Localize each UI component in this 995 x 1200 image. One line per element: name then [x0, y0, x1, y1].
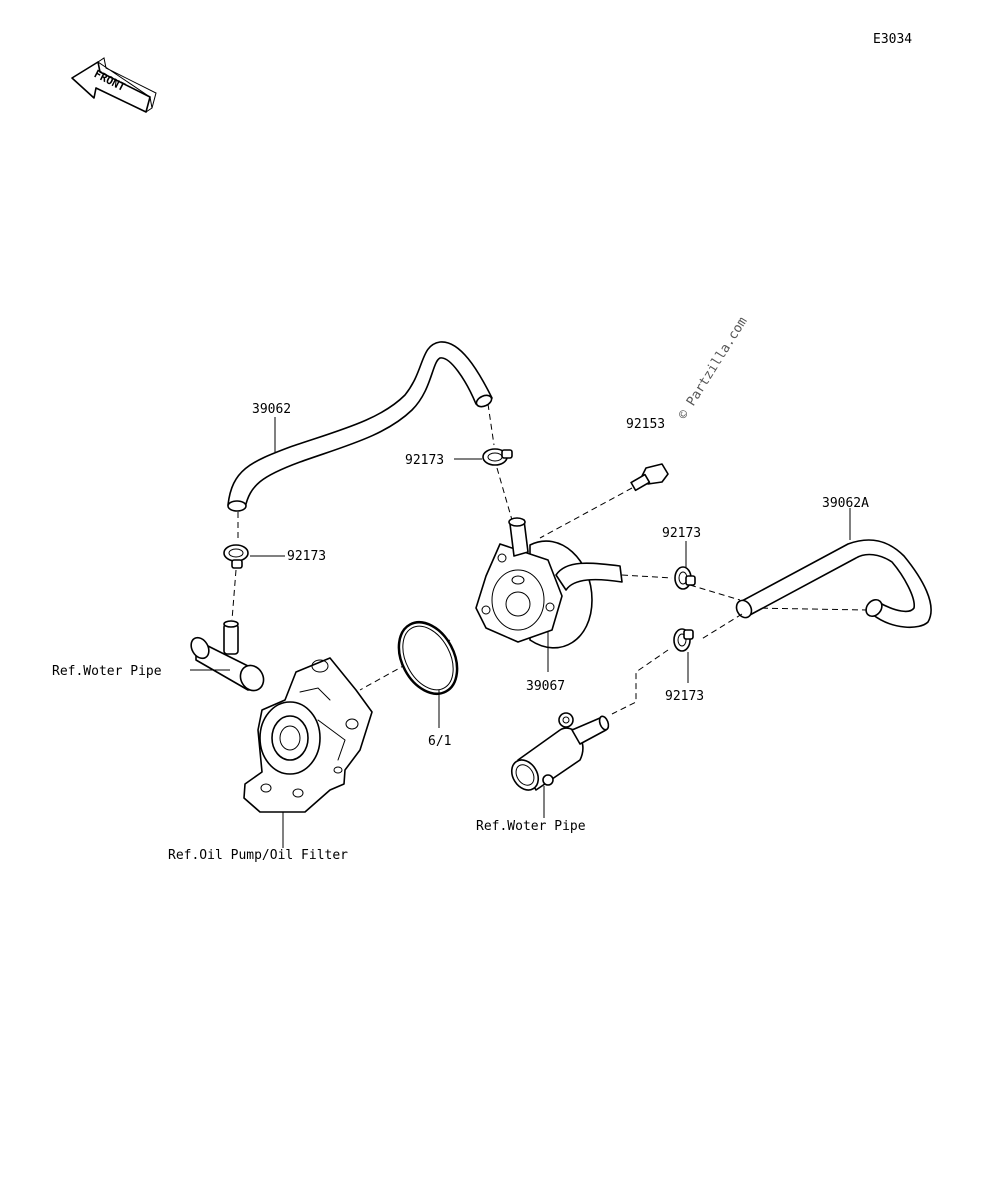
- oil-pump-housing: [243, 657, 373, 813]
- callout-6-1: 6/1: [428, 734, 451, 749]
- callout-39067: 39067: [526, 679, 565, 694]
- callout-39062: 39062: [252, 402, 291, 417]
- clamp-92173-left: [223, 544, 249, 569]
- water-pipe-left: [190, 620, 265, 692]
- footer-line-1: [380, 1166, 383, 1172]
- bolt-92153: [630, 463, 669, 492]
- front-arrow-icon: FRONT: [71, 57, 157, 113]
- callout-39062A: 39062A: [822, 496, 869, 511]
- watermark: © Partzilla.com: [676, 314, 751, 422]
- callout-92173-left: 92173: [287, 549, 326, 564]
- hose-39062: [227, 341, 493, 512]
- water-pipe-right: [510, 712, 610, 791]
- callout-92173-right-upper: 92173: [662, 526, 701, 541]
- callout-92173-right-lower: 92173: [665, 689, 704, 704]
- clamp-92173-mid: [482, 448, 513, 466]
- callout-92153: 92153: [626, 417, 665, 432]
- ref-water-pipe-right: Ref.Woter Pipe: [476, 819, 586, 834]
- oring-6-1: [397, 621, 459, 695]
- ref-oil-pump: Ref.Oil Pump/Oil Filter: [168, 848, 348, 863]
- diagram-code: E3034: [873, 32, 912, 47]
- footer-line-2: [430, 1173, 433, 1179]
- hose-39062A: [735, 539, 932, 629]
- clamp-92173-right-upper: [674, 566, 696, 590]
- oil-cooler-39067: [475, 517, 623, 649]
- clamp-92173-right-lower: [673, 628, 694, 652]
- callout-92173-mid: 92173: [405, 453, 444, 468]
- ref-water-pipe-left: Ref.Woter Pipe: [52, 664, 162, 679]
